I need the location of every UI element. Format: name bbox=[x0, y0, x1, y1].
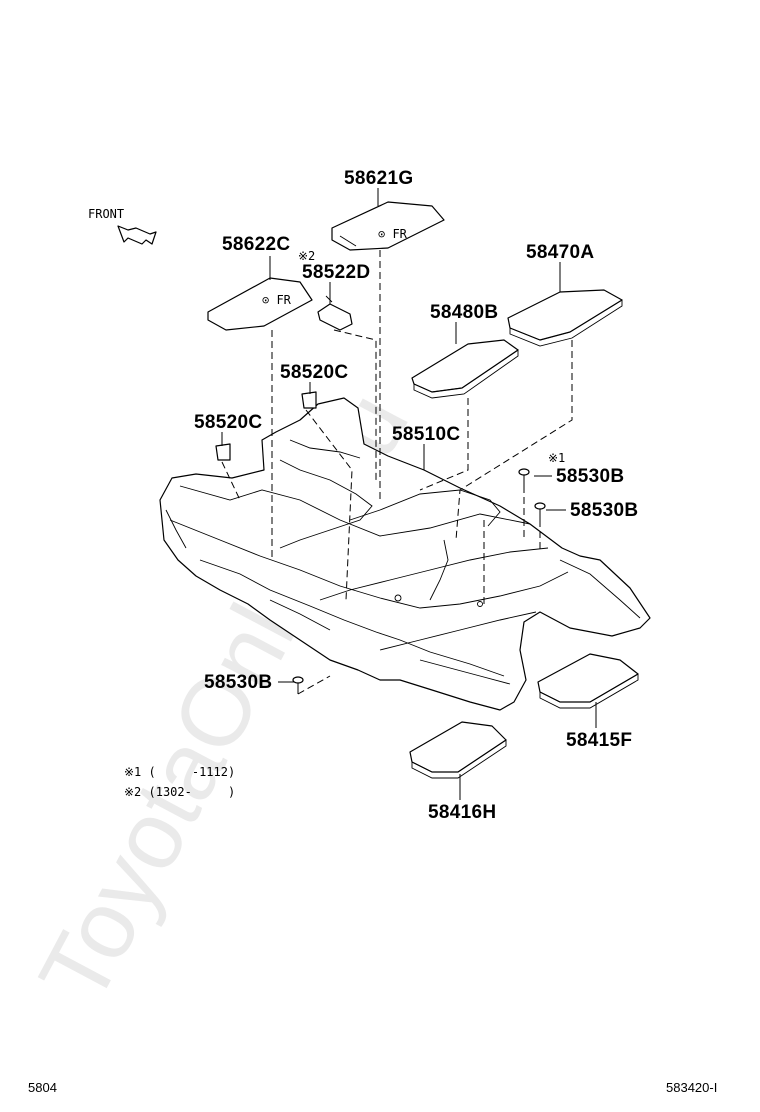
floor-carpet-58510C bbox=[159, 397, 651, 711]
pad-58416H bbox=[409, 721, 507, 779]
front-arrow-icon: FRONT bbox=[88, 207, 157, 245]
fastener-58530B-right bbox=[534, 502, 546, 520]
fastener-58530B-lower bbox=[292, 676, 304, 694]
callout-58522D: 58522D bbox=[302, 262, 370, 283]
front-label: FRONT bbox=[88, 207, 124, 221]
assembly-lines bbox=[221, 250, 573, 695]
callout-58510C: 58510C bbox=[392, 424, 460, 445]
mat-58621G: ⊙ FR bbox=[331, 201, 445, 251]
callout-58530B-upper: 58530B bbox=[556, 466, 624, 487]
pad-58480B bbox=[411, 339, 519, 399]
callout-58520C-left: 58520C bbox=[194, 412, 262, 433]
footer-page-code: 5804 bbox=[28, 1080, 57, 1095]
svg-text:⊙ FR: ⊙ FR bbox=[262, 293, 292, 307]
callout-58415F: 58415F bbox=[566, 730, 632, 751]
leader-lines bbox=[221, 188, 597, 800]
mat-58622C: ⊙ FR bbox=[207, 277, 313, 331]
pad-58415F bbox=[537, 653, 639, 709]
svg-text:⊙ FR: ⊙ FR bbox=[378, 227, 408, 241]
callout-58470A: 58470A bbox=[526, 242, 594, 263]
pad-58470A bbox=[507, 289, 623, 347]
callout-58522D-mark: ※2 bbox=[298, 249, 315, 263]
callout-58480B: 58480B bbox=[430, 302, 498, 323]
note-1: ※1 ( -1112) bbox=[124, 765, 235, 779]
fastener-58530B-upper bbox=[518, 468, 530, 486]
callout-58621G: 58621G bbox=[344, 168, 413, 189]
footer-figure-code: 583420-I bbox=[666, 1080, 717, 1095]
clip-58520C-upper bbox=[301, 391, 317, 409]
clip-58522D bbox=[317, 295, 353, 331]
callout-58416H: 58416H bbox=[428, 802, 496, 823]
callout-58530B-mark: ※1 bbox=[548, 451, 565, 465]
callout-58622C: 58622C bbox=[222, 234, 290, 255]
callout-58530B-lower: 58530B bbox=[204, 672, 272, 693]
callout-58530B-right: 58530B bbox=[570, 500, 638, 521]
callout-58520C-upper: 58520C bbox=[280, 362, 348, 383]
note-2: ※2 (1302- ) bbox=[124, 785, 235, 799]
clip-58520C-left bbox=[215, 443, 231, 461]
